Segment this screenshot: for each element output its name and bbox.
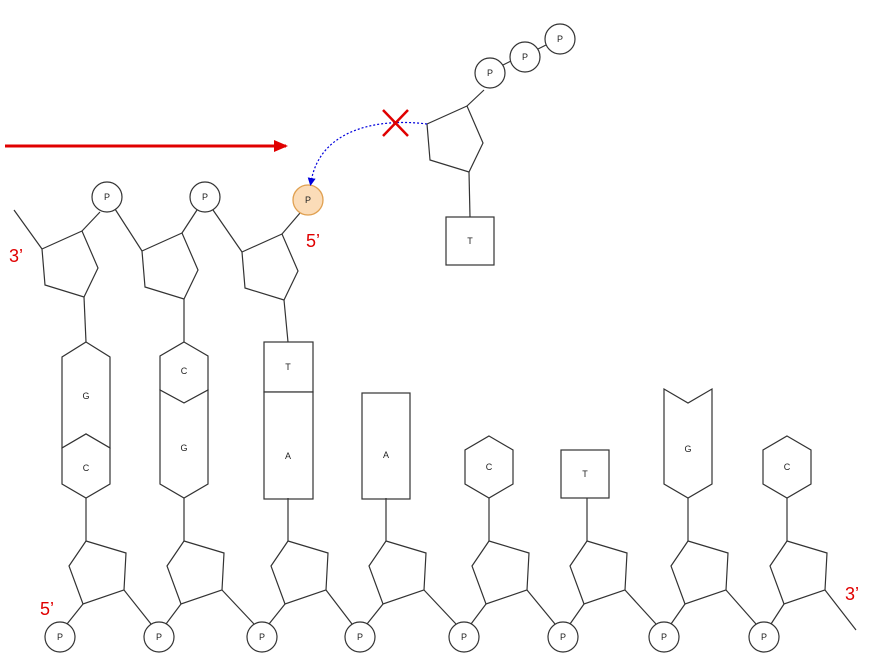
base-label: G bbox=[82, 391, 89, 401]
base-label: A bbox=[383, 450, 389, 460]
incoming-nucleotide: T P P P bbox=[426, 23, 576, 266]
phosphate bbox=[547, 621, 579, 653]
phosphate-label: P bbox=[557, 34, 563, 44]
base-label: T bbox=[467, 236, 473, 246]
top-strand: P P P bbox=[13, 181, 324, 343]
phosphate bbox=[474, 57, 506, 89]
phosphate-label: P bbox=[57, 632, 63, 642]
sugar bbox=[166, 540, 225, 605]
top-strand-3-prime-label: 3’ bbox=[9, 246, 23, 266]
top-nucleotide-2: P bbox=[141, 181, 243, 342]
phosphate-label: P bbox=[761, 632, 767, 642]
bottom-strand-3-prime-label: 3’ bbox=[845, 584, 859, 604]
sugar bbox=[670, 540, 729, 605]
phosphate-label: P bbox=[305, 195, 311, 205]
phosphate bbox=[189, 181, 221, 213]
base-g-bottom bbox=[663, 387, 713, 499]
phosphate bbox=[648, 621, 680, 653]
sugar bbox=[471, 540, 530, 605]
cross-icon bbox=[382, 109, 409, 137]
bases: G C C G T A A C T G C bbox=[61, 341, 812, 500]
base-label: G bbox=[684, 444, 691, 454]
base-label: C bbox=[83, 463, 90, 473]
base-t-incoming bbox=[445, 216, 495, 266]
top-nucleotide-1: P bbox=[41, 181, 143, 343]
top-nucleotide-3: P bbox=[241, 184, 324, 343]
base-label: A bbox=[285, 451, 291, 461]
phosphate-label: P bbox=[461, 632, 467, 642]
sugar bbox=[241, 233, 299, 301]
sugar bbox=[569, 540, 628, 605]
base-label: T bbox=[582, 469, 588, 479]
base-label: G bbox=[180, 443, 187, 453]
sugar bbox=[141, 232, 199, 300]
phosphate bbox=[544, 23, 576, 55]
sugar bbox=[270, 540, 329, 605]
phosphate bbox=[246, 621, 278, 653]
sugar bbox=[368, 540, 427, 605]
sugar bbox=[68, 540, 127, 605]
phosphate-label: P bbox=[357, 632, 363, 642]
base-a-bottom bbox=[361, 392, 411, 500]
phosphate bbox=[448, 621, 480, 653]
phosphate bbox=[344, 621, 376, 653]
phosphate bbox=[91, 181, 123, 213]
phosphate-label: P bbox=[487, 68, 493, 78]
phosphate-label: P bbox=[522, 52, 528, 62]
phosphate-label: P bbox=[104, 192, 110, 202]
base-t-bottom bbox=[560, 449, 610, 499]
base-c-top bbox=[61, 433, 111, 499]
phosphate bbox=[748, 621, 780, 653]
phosphate-label: P bbox=[156, 632, 162, 642]
sugar bbox=[426, 105, 484, 173]
attempted-bond-arrow bbox=[307, 121, 428, 186]
phosphate-label: P bbox=[661, 632, 667, 642]
base-label: T bbox=[285, 362, 291, 372]
phosphate bbox=[143, 621, 175, 653]
phosphate-label: P bbox=[560, 632, 566, 642]
base-g-top bbox=[159, 388, 209, 499]
top-strand-5-prime-label: 5’ bbox=[306, 231, 320, 251]
phosphate bbox=[44, 621, 76, 653]
sugar bbox=[41, 230, 99, 298]
sugar bbox=[769, 540, 828, 605]
base-label: C bbox=[784, 462, 791, 472]
base-t-top bbox=[263, 341, 314, 393]
phosphate-label: P bbox=[259, 632, 265, 642]
base-label: C bbox=[181, 366, 188, 376]
phosphate-label: P bbox=[202, 192, 208, 202]
phosphate bbox=[509, 41, 541, 73]
base-a-bottom bbox=[263, 391, 314, 500]
base-label: C bbox=[486, 462, 493, 472]
bottom-strand-5-prime-label: 5’ bbox=[40, 599, 54, 619]
